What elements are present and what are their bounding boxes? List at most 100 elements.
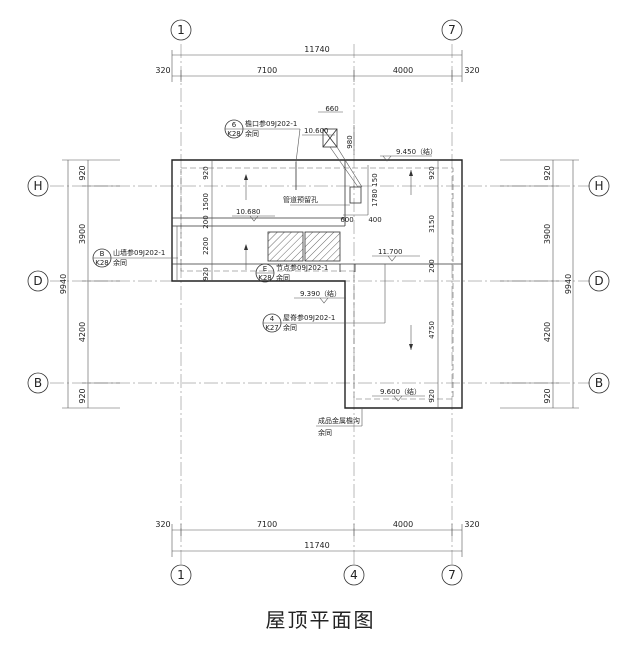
svg-text:4: 4 <box>350 568 358 582</box>
svg-text:D: D <box>594 274 603 288</box>
svg-text:6: 6 <box>232 121 237 129</box>
detail-callout-4: 4 K27 屋脊参09J202-1 余同 <box>262 264 386 333</box>
svg-text:9940: 9940 <box>564 274 573 294</box>
svg-text:11.700: 11.700 <box>378 248 403 256</box>
svg-text:K28: K28 <box>95 259 109 267</box>
svg-text:920: 920 <box>78 165 87 180</box>
svg-text:3900: 3900 <box>543 224 552 244</box>
svg-text:9.450（结）: 9.450（结） <box>396 147 437 156</box>
svg-text:管道预留孔: 管道预留孔 <box>283 195 318 204</box>
svg-text:4000: 4000 <box>393 520 413 529</box>
svg-text:11740: 11740 <box>304 541 329 550</box>
detail-callout-E: E K28 节点参09J202-1 余同 <box>255 263 328 283</box>
detail-callout-6: 6 K28 檐口参09J202-1 余同 <box>224 119 301 163</box>
axis-bubble-row-D-right: D <box>588 270 610 292</box>
svg-text:920: 920 <box>202 267 210 280</box>
svg-text:9.390（结）: 9.390（结） <box>300 289 341 298</box>
svg-text:320: 320 <box>464 66 479 75</box>
svg-text:B: B <box>34 376 42 390</box>
svg-text:920: 920 <box>78 388 87 403</box>
skylight <box>267 231 341 262</box>
slope-arrows <box>244 162 413 350</box>
axis-bubble-row-H-right: H <box>588 175 610 197</box>
detail-callout-B: B K28 山墙参09J202-1 余同 <box>92 248 178 268</box>
axis-lines <box>50 44 590 565</box>
svg-text:3150: 3150 <box>428 215 436 233</box>
svg-text:4750: 4750 <box>428 321 436 339</box>
dimension-right: 920 3900 4200 920 9940 <box>500 159 579 409</box>
svg-text:920: 920 <box>543 165 552 180</box>
dimension-left: 9940 920 3900 4200 920 <box>59 159 120 409</box>
svg-text:1500: 1500 <box>202 193 210 211</box>
gutter-note: 成品金属檐沟 余同 <box>316 408 363 437</box>
svg-text:余同: 余同 <box>276 273 290 282</box>
inner-dimensions: 920 1500 200 2200 920 920 3150 200 4750 … <box>202 160 439 408</box>
svg-text:7: 7 <box>448 23 456 37</box>
axis-bubble-col-7: 7 <box>441 19 463 41</box>
roof-outline <box>171 159 463 409</box>
svg-text:10.680: 10.680 <box>236 208 261 216</box>
svg-text:D: D <box>33 274 42 288</box>
svg-text:H: H <box>33 179 42 193</box>
svg-text:200: 200 <box>428 259 436 272</box>
svg-text:檐口参09J202-1: 檐口参09J202-1 <box>245 119 297 128</box>
svg-text:K27: K27 <box>265 324 279 332</box>
svg-text:920: 920 <box>543 388 552 403</box>
axis-bubble-row-H-left: H <box>27 175 49 197</box>
axis-bubble-col-7-bottom: 7 <box>441 564 463 586</box>
svg-text:B: B <box>100 250 105 258</box>
axis-bubble-row-B-right: B <box>588 372 610 394</box>
axis-bubble-row-B-left: B <box>27 372 49 394</box>
svg-text:200: 200 <box>202 215 210 228</box>
svg-text:节点参09J202-1: 节点参09J202-1 <box>276 263 328 272</box>
svg-text:成品金属檐沟: 成品金属檐沟 <box>318 416 360 425</box>
svg-text:320: 320 <box>464 520 479 529</box>
svg-text:150: 150 <box>371 173 379 186</box>
axis-bubble-col-1-bottom: 1 <box>170 564 192 586</box>
svg-text:1780: 1780 <box>371 189 379 207</box>
svg-text:余同: 余同 <box>283 323 297 332</box>
svg-text:920: 920 <box>428 166 436 179</box>
svg-text:10.600: 10.600 <box>304 127 329 135</box>
svg-text:余同: 余同 <box>113 258 127 267</box>
svg-text:1: 1 <box>177 23 185 37</box>
svg-text:600: 600 <box>340 216 353 224</box>
svg-text:660: 660 <box>325 105 338 113</box>
dimension-top: 11740 320 7100 4000 320 <box>155 45 480 82</box>
svg-text:4200: 4200 <box>543 322 552 342</box>
svg-text:H: H <box>594 179 603 193</box>
svg-text:2200: 2200 <box>202 237 210 255</box>
svg-text:9940: 9940 <box>59 274 68 294</box>
svg-text:4000: 4000 <box>393 66 413 75</box>
dimension-bottom: 320 7100 4000 320 11740 <box>155 520 480 557</box>
svg-text:山墙参09J202-1: 山墙参09J202-1 <box>113 248 165 257</box>
svg-text:3900: 3900 <box>78 224 87 244</box>
axis-bubble-col-4-bottom: 4 <box>343 564 365 586</box>
svg-text:1: 1 <box>177 568 185 582</box>
pipe-opening: 660 980 150 1780 600 400 管道预留孔 <box>283 105 382 224</box>
svg-text:B: B <box>595 376 603 390</box>
svg-text:320: 320 <box>155 520 170 529</box>
svg-text:4: 4 <box>270 315 275 323</box>
drawing-title: 屋顶平面图 <box>265 608 376 632</box>
svg-text:屋脊参09J202-1: 屋脊参09J202-1 <box>283 313 335 322</box>
axis-bubble-row-D-left: D <box>27 270 49 292</box>
svg-text:E: E <box>263 265 267 273</box>
svg-text:余同: 余同 <box>318 428 332 437</box>
svg-text:320: 320 <box>155 66 170 75</box>
svg-text:9.600（结）: 9.600（结） <box>380 387 421 396</box>
svg-text:K28: K28 <box>258 274 272 282</box>
svg-text:11740: 11740 <box>304 45 329 54</box>
svg-text:400: 400 <box>368 216 381 224</box>
elevation-marks: 10.600 9.450（结） 10.680 11.700 9.390（结） 9… <box>232 127 437 402</box>
svg-text:4200: 4200 <box>78 322 87 342</box>
svg-text:7100: 7100 <box>257 520 277 529</box>
svg-text:7100: 7100 <box>257 66 277 75</box>
svg-text:余同: 余同 <box>245 129 259 138</box>
svg-text:980: 980 <box>346 135 354 148</box>
axis-bubble-col-1: 1 <box>170 19 192 41</box>
svg-text:920: 920 <box>202 166 210 179</box>
svg-text:K28: K28 <box>227 130 241 138</box>
svg-text:7: 7 <box>448 568 456 582</box>
